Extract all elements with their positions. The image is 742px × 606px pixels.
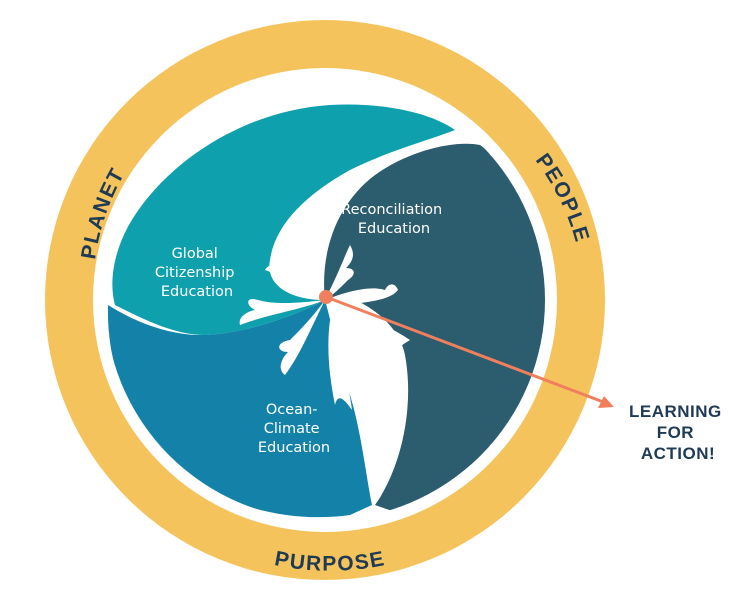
segment-label-global: Global Citizenship Education [155,246,239,300]
action-arrow [319,290,614,408]
segment-global [112,104,455,335]
arrow-head [598,396,614,408]
segment-reconciliation [324,143,545,512]
arrow-origin-dot [319,290,333,304]
wave-crest [239,245,410,410]
segment-label-reconciliation: Reconciliation Education [341,202,447,237]
outcome-label: LEARNING FOR ACTION! [629,402,727,463]
segment-label-ocean: Ocean- Climate Education [258,402,330,456]
arrow-shaft [325,295,607,405]
